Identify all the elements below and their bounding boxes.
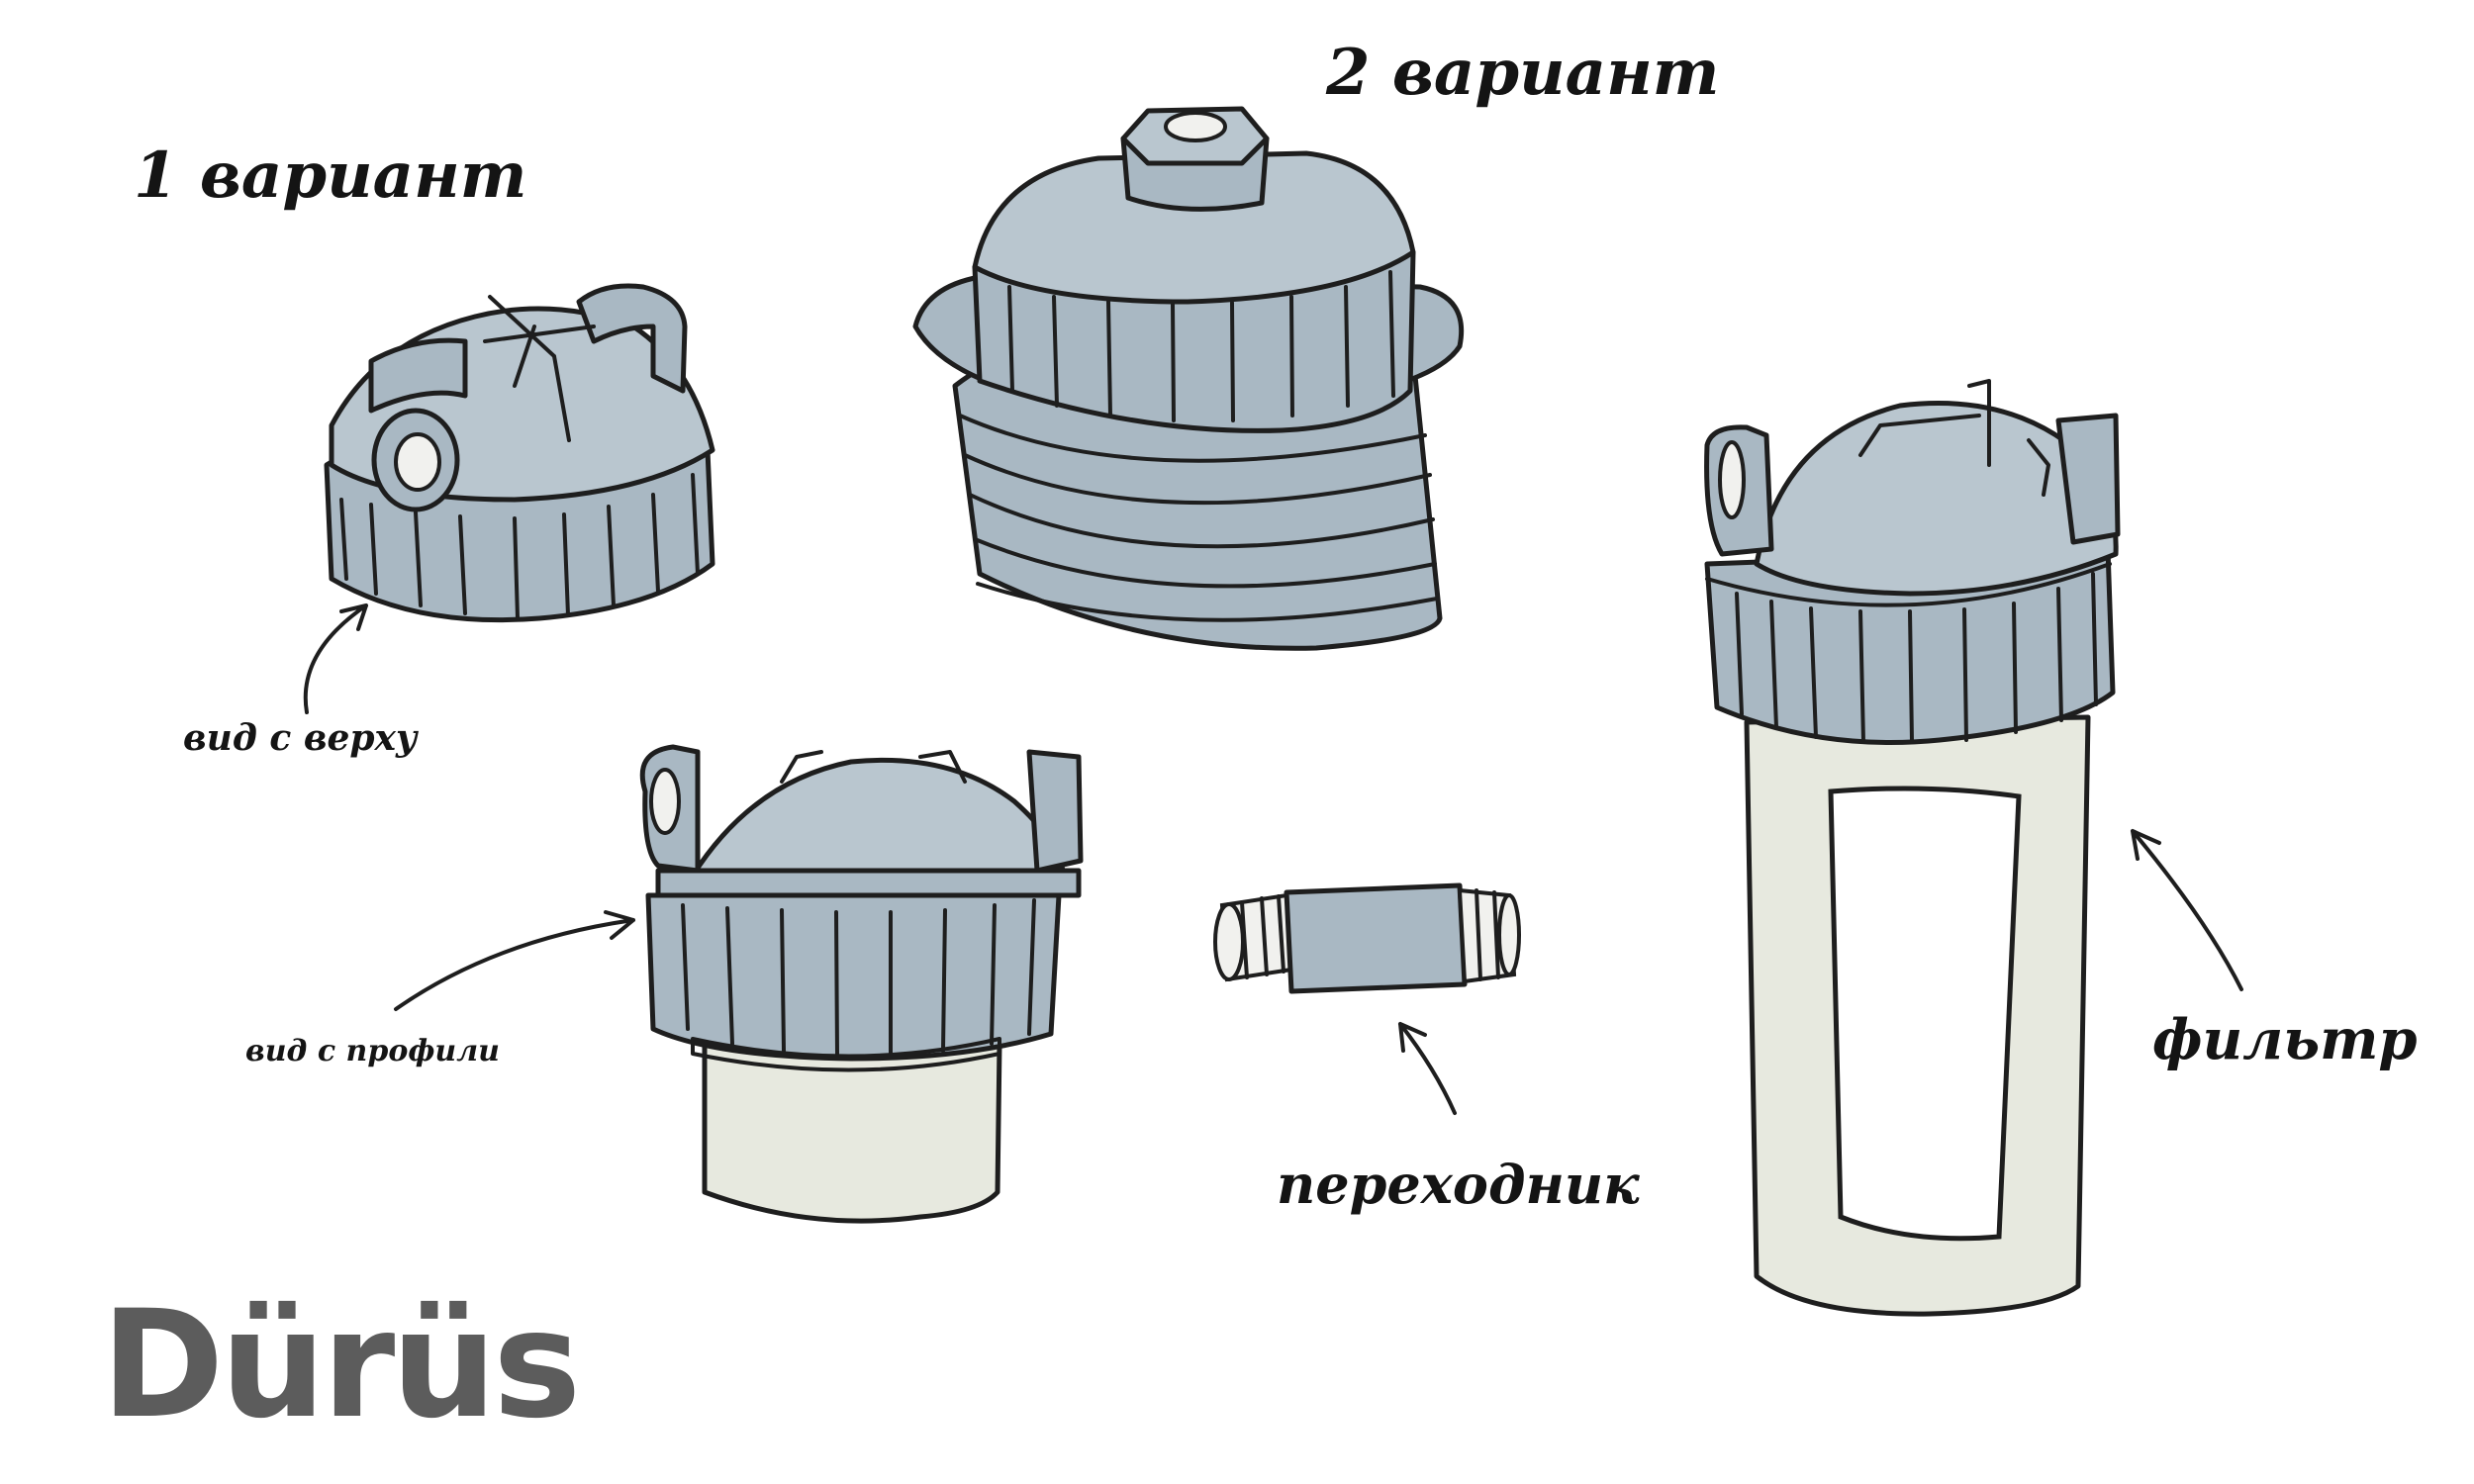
arrow-to-filter [2131, 829, 2243, 991]
variant-2-label: 2 вариант [1326, 36, 1720, 110]
brand-logo: Dürüs [101, 1279, 581, 1451]
filter-illustration [1704, 379, 2121, 1317]
top-view-label: вид с верху [183, 717, 418, 759]
arrows [303, 603, 2243, 1115]
cap-variant-2-illustration [912, 106, 1465, 651]
arrow-to-top-view [303, 603, 368, 714]
profile-view-label: вид с профили [245, 1034, 500, 1068]
adapter-illustration [1213, 882, 1521, 994]
cap-top-view-illustration [324, 283, 715, 623]
filter-label: фильтр [2152, 1007, 2418, 1072]
cap-profile-view-illustration [639, 744, 1084, 1224]
variant-1-label: 1 вариант [134, 139, 527, 213]
arrow-to-profile-view [394, 910, 635, 1011]
adapter-label: переходник [1277, 1153, 1640, 1216]
arrow-to-adapter [1398, 1022, 1457, 1115]
